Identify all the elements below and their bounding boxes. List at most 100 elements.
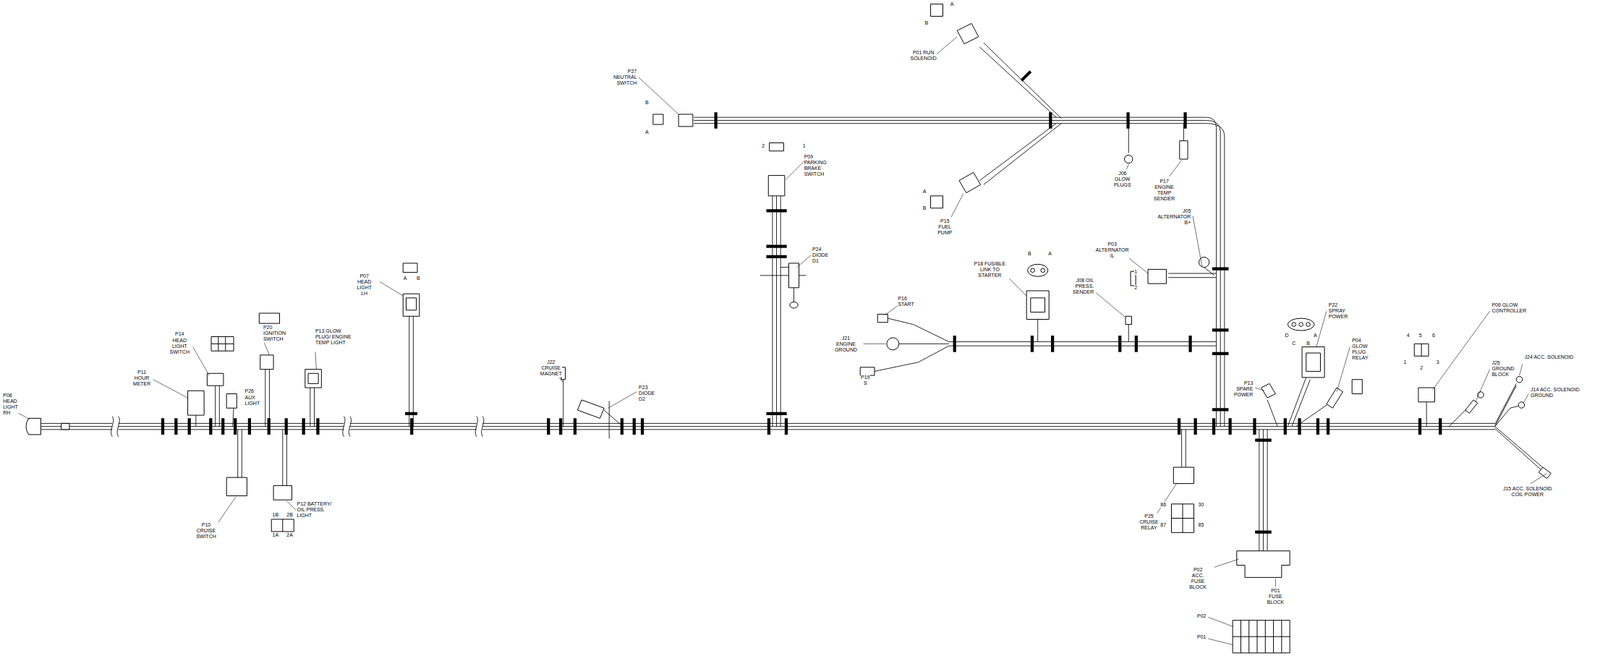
pin-label: 1A — [272, 532, 280, 539]
connector-callout: J14 ACC. SOLENOID GROUND — [1530, 386, 1582, 399]
connector-callout: P10 CRUISE SWITCH — [196, 522, 217, 540]
plug-icon — [1027, 264, 1049, 277]
pin-label: 6 — [1432, 332, 1436, 339]
pin-label: 1 — [1134, 269, 1138, 275]
leader-lines — [18, 36, 1547, 646]
diode-end — [789, 302, 798, 309]
pin-views — [211, 4, 1429, 654]
pin-label: D — [1284, 332, 1289, 339]
pin-label: 1B — [272, 512, 280, 518]
trunk-clamps — [161, 418, 1442, 435]
connector-callout: P20 IGNITION SWITCH — [263, 324, 286, 343]
connector-callout: P08 HEAD LIGHT RH — [2, 392, 18, 416]
pin-label: 85 — [1198, 522, 1205, 529]
plug-icon — [1287, 318, 1315, 331]
pin-label: 2 — [1419, 365, 1423, 372]
pin-label: 1 — [802, 143, 806, 150]
connector-callout: J08 OIL PRESS. SENDER — [1057, 277, 1095, 296]
pin-label: C — [1291, 340, 1296, 347]
connector-callout: P18 FUSIBLE LINK TO STARTER — [969, 261, 1010, 279]
connector-callout: J15 ACC. SOLENOID COIL POWER — [1502, 486, 1554, 498]
pin-dot — [1299, 322, 1304, 327]
right-branches — [1181, 377, 1546, 552]
left-branches — [28, 316, 621, 486]
lower-branch — [874, 318, 1217, 372]
sender-branches — [1128, 123, 1216, 278]
connector-callout: P15 FUEL PUMP — [937, 218, 952, 236]
pin-label: 5 — [1419, 332, 1423, 339]
pin-label: B — [1306, 340, 1310, 347]
connector-callout: P01 FUSE BLOCK — [1267, 588, 1285, 606]
connector-callout: P02 ACC. FUSE BLOCK — [1189, 567, 1207, 591]
pin-grid-lines — [211, 336, 1422, 653]
connector-callout: P07 HEAD LIGHT LH — [356, 273, 372, 297]
pin-label: 2B — [286, 512, 293, 518]
pin-label: B — [922, 205, 927, 212]
connector-callout: J21 ENGINE GROUND — [834, 335, 858, 353]
connector-callout: P17 ENGINE TEMP SENDER — [1153, 178, 1175, 202]
break-marks — [111, 416, 484, 437]
parking-brake-branch — [760, 196, 806, 427]
wires — [28, 42, 1546, 551]
connector-callout: J05 ALTERNATOR B+ — [1157, 208, 1191, 226]
pin-label: 2 — [1134, 284, 1138, 291]
connector-callout: P25 CRUISE RELAY — [1139, 513, 1159, 531]
connector-callout: P13 GLOW PLUG/ ENGINE TEMP LIGHT — [315, 328, 356, 346]
pin-dot — [1040, 268, 1046, 273]
connector-callout: P12 BATTERY/ OIL PRESS. LIGHT — [297, 501, 338, 519]
branch-clamps — [405, 70, 1272, 534]
ring-terminal — [1516, 376, 1522, 383]
connector-callout: J22 CRUISE MAGNET — [540, 359, 563, 377]
pin-label: A — [950, 1, 955, 8]
connector-callout: P04 GLOW PLUG RELAY — [1351, 337, 1368, 361]
connector-callout: P16 START — [897, 295, 914, 308]
pin-label: A — [922, 188, 927, 195]
pin-label: 3 — [1436, 359, 1440, 366]
pin-label: P02 — [1197, 613, 1206, 620]
pin-label: P01 — [1197, 634, 1206, 641]
connector-callout: P19 S — [860, 374, 870, 387]
connector-callout: P09 PARKING BRAKE SWITCH — [804, 154, 827, 178]
pin-label: A — [1048, 250, 1052, 257]
connector-callout: P27 NEUTRAL SWITCH — [613, 68, 637, 87]
connector-callout: P14 HEAD LIGHT SWITCH — [169, 331, 190, 355]
pin-label: 2A — [286, 532, 293, 539]
pin-label: B — [1027, 250, 1032, 257]
connector-callout: P24 DIODE D1 — [812, 246, 829, 265]
connector-callout: J25 GROUND BLOCK — [1491, 360, 1514, 378]
pin-label: B — [645, 99, 649, 106]
pin-label: 30 — [1198, 501, 1205, 508]
connectors — [26, 4, 1551, 654]
connector-callout: P03 ALTERNATOR IL — [1095, 241, 1130, 259]
connector-callout: P01 RUN SOLENOID — [910, 49, 937, 62]
connector-callout: P22 SPRAY POWER — [1328, 302, 1348, 320]
top-run — [693, 117, 1225, 427]
pin-label: 2 — [761, 143, 765, 150]
connector-callout: P26 AUX LIGHT — [245, 388, 261, 406]
pin-label: B — [925, 20, 929, 27]
pin-label: 4 — [1406, 332, 1410, 339]
pin-label: A — [1313, 332, 1318, 339]
pin-dot — [1306, 322, 1311, 327]
pin-label: 1 — [1403, 359, 1407, 366]
clamps — [161, 70, 1442, 534]
connector-callout: P11 HOUR METER — [133, 369, 152, 387]
pin-label: 86 — [1160, 501, 1167, 508]
connector-callout: J24 ACC. SOLENOID — [1524, 354, 1577, 361]
ring-terminal — [1124, 154, 1133, 163]
pin-label: A — [403, 275, 408, 282]
pin-dot — [1291, 322, 1297, 327]
connector-callout: J06 GLOW PLUGS — [1113, 170, 1132, 189]
pin-label: 87 — [1160, 522, 1167, 529]
connector-callout: P23 DIODE D2 — [638, 384, 655, 403]
pin-label: A — [645, 129, 649, 136]
pin-label: B — [416, 275, 421, 282]
connector-bodies — [26, 23, 1551, 578]
connector-callout: P13 SPARE POWER — [1233, 380, 1253, 398]
connector-callout: P06 GLOW CONTROLLER — [1491, 302, 1527, 314]
ring-terminal — [886, 337, 900, 351]
pin-dot — [1030, 268, 1036, 273]
